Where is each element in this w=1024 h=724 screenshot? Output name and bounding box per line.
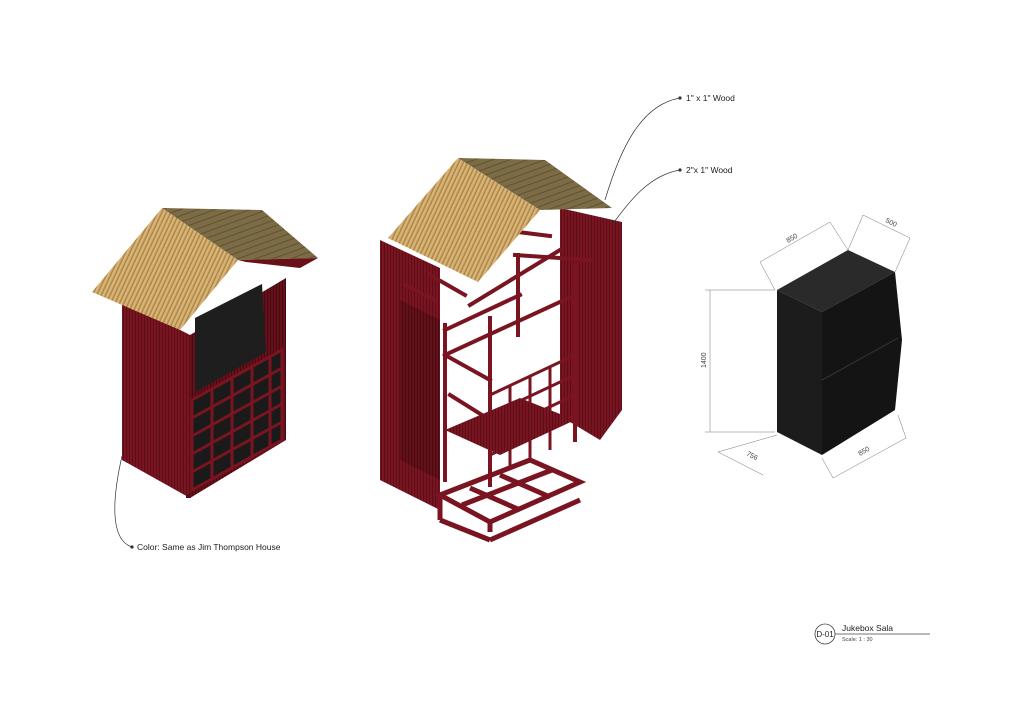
drawing-scale: Scale: 1 : 30 (842, 637, 873, 643)
assembled-leg (186, 494, 191, 498)
assembled-view (92, 208, 318, 498)
exploded-door-panel (560, 208, 622, 440)
dim-top-depth: 500 (884, 218, 898, 229)
color-note-dot (130, 545, 134, 549)
exploded-base-grid (434, 457, 587, 543)
exploded-roof-thatch (388, 158, 540, 282)
wood-2x1-label: 2"x 1" Wood (686, 165, 733, 175)
assembled-roof-thatch (92, 208, 238, 330)
drawing-id: D-01 (816, 630, 834, 639)
exploded-view (380, 158, 622, 543)
wood-1x1-label: 1" x 1" Wood (686, 93, 735, 103)
color-note: Color: Same as Jim Thompson House (137, 542, 281, 552)
assembled-front-wall (122, 300, 190, 498)
exploded-roof-top (458, 158, 612, 210)
jukebox-block (777, 250, 902, 455)
assembled-roof-top (162, 208, 318, 260)
assembled-screen-panel (195, 284, 266, 392)
dim-top-width: 850 (786, 233, 800, 245)
exploded-side-panel (400, 300, 440, 480)
jukebox-top-face (777, 250, 895, 312)
exploded-frame (402, 229, 593, 487)
assembled-roof-gable (238, 258, 318, 268)
exploded-shelf (445, 398, 575, 455)
jukebox-front-face (777, 290, 822, 455)
color-note-leader (114, 455, 133, 548)
assembled-lattice (190, 347, 284, 493)
wood-1x1-dot (678, 96, 682, 100)
jukebox-side-face (822, 272, 902, 455)
dim-bottom-depth: 756 (745, 451, 759, 463)
dim-height: 1400 (701, 352, 708, 368)
dimension-lines (705, 214, 911, 479)
wood-1x1-leader (604, 97, 681, 201)
drawing-title: Jukebox Sala (842, 623, 893, 633)
title-block: D-01 Jukebox Sala Scale: 1 : 30 (814, 623, 930, 645)
wood-2x1-dot (678, 168, 682, 172)
wood-2x1-leader (611, 169, 681, 226)
dim-bottom-width: 850 (858, 446, 872, 458)
